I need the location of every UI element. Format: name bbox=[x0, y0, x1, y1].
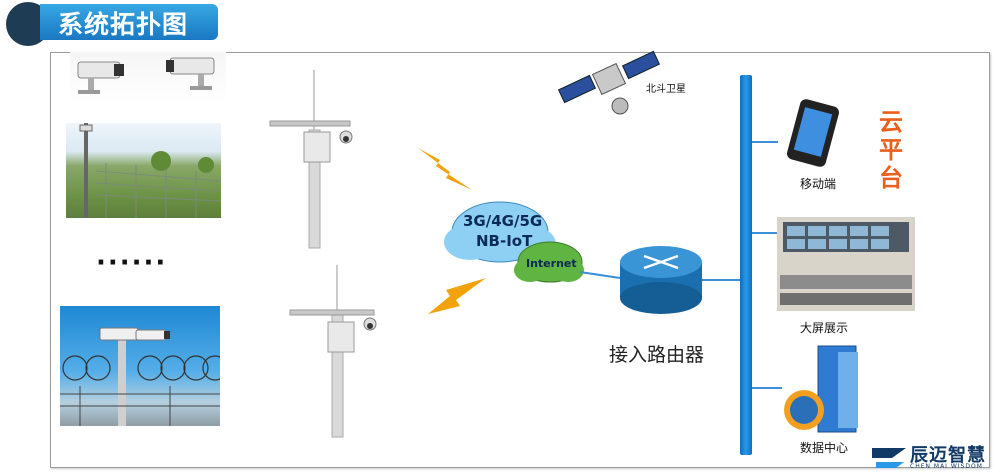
wireless-signal-icon bbox=[418, 148, 486, 314]
big-screen-room-icon bbox=[777, 217, 915, 311]
barbed-wire-photo bbox=[60, 306, 220, 426]
satellite-icon bbox=[557, 50, 661, 115]
network-type-label: 3G/4G/5G bbox=[463, 212, 543, 230]
brand-name: 辰迈智慧 bbox=[910, 445, 986, 466]
page-title: 系统拓扑图 bbox=[58, 10, 189, 39]
camera-icon bbox=[77, 61, 124, 94]
camera-photo bbox=[70, 52, 226, 104]
satellite-label: 北斗卫星 bbox=[646, 84, 686, 95]
network-type-label-2: NB-IoT bbox=[476, 232, 533, 250]
internet-cloud-icon bbox=[514, 241, 584, 283]
camera-icon bbox=[166, 57, 215, 90]
mobile-label: 移动端 bbox=[800, 177, 837, 191]
monitoring-pole-icon bbox=[289, 265, 377, 438]
brand-subtitle: CHEN MAI WISDOM bbox=[910, 463, 983, 470]
internet-label: Internet bbox=[526, 257, 577, 270]
header-bar bbox=[40, 4, 218, 40]
ellipsis-more-sites: ······ bbox=[96, 248, 168, 278]
cloud-platform-label: 云平台 bbox=[879, 108, 903, 192]
data-center-label: 数据中心 bbox=[800, 441, 849, 455]
connection-line bbox=[579, 141, 782, 389]
big-screen-label: 大屏展示 bbox=[800, 321, 849, 335]
router-label: 接入路由器 bbox=[609, 344, 705, 366]
mobile-phone-icon bbox=[787, 99, 839, 167]
router-icon bbox=[620, 246, 702, 314]
data-center-icon bbox=[784, 345, 858, 433]
network-bus-line bbox=[740, 75, 752, 455]
fence-photo bbox=[66, 123, 221, 218]
monitoring-pole-icon bbox=[269, 70, 353, 249]
brand-logo-icon bbox=[872, 448, 906, 468]
